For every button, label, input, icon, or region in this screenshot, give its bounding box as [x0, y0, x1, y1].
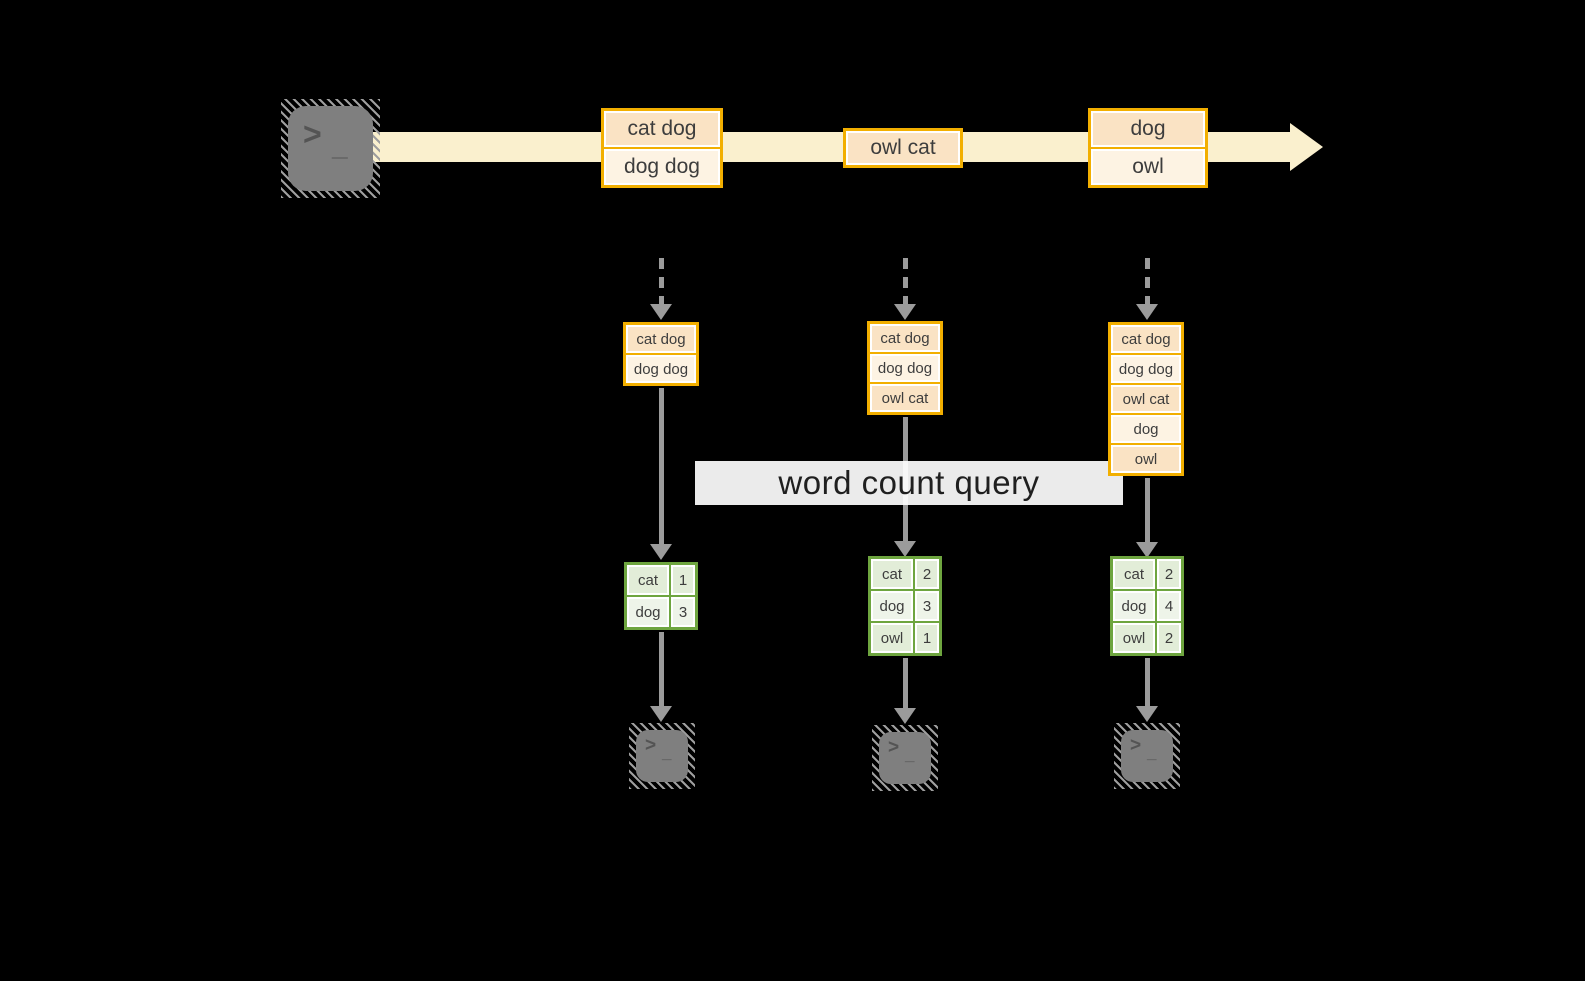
sink-terminal-icon-1: > _ — [629, 723, 695, 789]
count-value-cell: 3 — [671, 597, 695, 627]
terminal-cursor-icon: _ — [905, 745, 915, 764]
count-value-cell: 1 — [915, 623, 939, 653]
count-word-cell: dog — [627, 597, 669, 627]
arrow-shaft — [1144, 658, 1150, 706]
stream-event-box-2: owl cat — [843, 128, 963, 168]
sink-arrow-1 — [650, 632, 672, 722]
stream-event-cell: dog dog — [604, 149, 720, 185]
stream-event-box-1: cat dog dog dog — [601, 108, 723, 188]
terminal-icon: > _ — [879, 732, 931, 784]
count-value-cell: 2 — [1157, 623, 1181, 653]
state-cell: dog dog — [870, 354, 940, 382]
arrow-shaft — [658, 632, 664, 706]
dashed-arrow-3 — [1136, 258, 1158, 320]
count-value-cell: 3 — [915, 591, 939, 621]
arrowhead-icon — [1136, 304, 1158, 320]
solid-arrow-1 — [650, 388, 672, 560]
state-cell: owl — [1111, 445, 1181, 473]
count-table-2: cat 2 dog 3 owl 1 — [868, 556, 942, 656]
count-value-cell: 2 — [1157, 559, 1181, 589]
count-value-cell: 1 — [671, 565, 695, 595]
count-value-cell: 4 — [1157, 591, 1181, 621]
stream-event-cell: owl cat — [846, 131, 960, 165]
terminal-prompt-icon: > — [888, 737, 900, 758]
arrowhead-icon — [650, 304, 672, 320]
sink-terminal-icon-3: > _ — [1114, 723, 1180, 789]
arrow-shaft — [1144, 258, 1150, 304]
state-cell: dog dog — [1111, 355, 1181, 383]
count-word-cell: cat — [871, 559, 913, 589]
terminal-icon: > _ — [288, 106, 373, 191]
count-table-1: cat 1 dog 3 — [624, 562, 698, 630]
query-label: word count query — [778, 464, 1040, 501]
stream-event-cell: owl — [1091, 149, 1205, 185]
count-word-cell: cat — [627, 565, 669, 595]
arrowhead-icon — [1136, 542, 1158, 558]
state-cell: dog — [1111, 415, 1181, 443]
count-value-cell: 2 — [915, 559, 939, 589]
sink-arrow-3 — [1136, 658, 1158, 722]
state-cell: dog dog — [626, 355, 696, 383]
terminal-icon: > _ — [636, 730, 688, 782]
terminal-cursor-icon: _ — [332, 130, 348, 161]
count-word-cell: cat — [1113, 559, 1155, 589]
stream-event-cell: cat dog — [604, 111, 720, 147]
state-cell: cat dog — [626, 325, 696, 353]
count-table-3: cat 2 dog 4 owl 2 — [1110, 556, 1184, 656]
count-word-cell: owl — [1113, 623, 1155, 653]
arrowhead-icon — [894, 541, 916, 557]
dashed-arrow-2 — [894, 258, 916, 320]
arrow-shaft — [658, 388, 664, 544]
count-word-cell: dog — [871, 591, 913, 621]
stream-arrowhead-icon — [1290, 123, 1323, 171]
arrowhead-icon — [1136, 706, 1158, 722]
terminal-prompt-icon: > — [303, 116, 322, 152]
terminal-prompt-icon: > — [645, 735, 657, 756]
terminal-cursor-icon: _ — [1147, 743, 1157, 762]
arrowhead-icon — [650, 706, 672, 722]
terminal-cursor-icon: _ — [662, 743, 672, 762]
state-cell: cat dog — [870, 324, 940, 352]
arrowhead-icon — [650, 544, 672, 560]
state-cell: cat dog — [1111, 325, 1181, 353]
arrowhead-icon — [894, 304, 916, 320]
solid-arrow-3 — [1136, 478, 1158, 558]
source-terminal-icon: > _ — [281, 99, 380, 198]
arrow-shaft — [1144, 478, 1150, 542]
count-word-cell: owl — [871, 623, 913, 653]
arrow-shaft — [902, 658, 908, 708]
stream-event-box-3: dog owl — [1088, 108, 1208, 188]
state-stack-1: cat dog dog dog — [623, 322, 699, 386]
state-stack-2: cat dog dog dog owl cat — [867, 321, 943, 415]
arrow-shaft — [658, 258, 664, 304]
state-cell: owl cat — [870, 384, 940, 412]
arrowhead-icon — [894, 708, 916, 724]
stream-event-cell: dog — [1091, 111, 1205, 147]
state-cell: owl cat — [1111, 385, 1181, 413]
state-stack-3: cat dog dog dog owl cat dog owl — [1108, 322, 1184, 476]
count-word-cell: dog — [1113, 591, 1155, 621]
terminal-icon: > _ — [1121, 730, 1173, 782]
dashed-arrow-1 — [650, 258, 672, 320]
query-label-band: word count query — [695, 461, 1123, 505]
sink-terminal-icon-2: > _ — [872, 725, 938, 791]
terminal-prompt-icon: > — [1130, 735, 1142, 756]
sink-arrow-2 — [894, 658, 916, 724]
arrow-shaft — [902, 258, 908, 304]
